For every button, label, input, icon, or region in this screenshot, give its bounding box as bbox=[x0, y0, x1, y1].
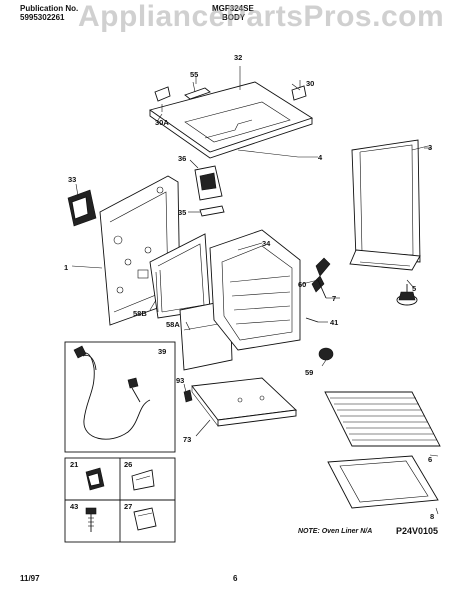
part-label-43: 43 bbox=[70, 502, 78, 511]
publication-number: 5995302261 bbox=[20, 13, 65, 22]
leveling-leg bbox=[396, 284, 418, 306]
oven-cavity-assembly bbox=[149, 229, 334, 371]
part-label-58b: 58B bbox=[133, 309, 147, 318]
top-panel-assembly bbox=[148, 66, 314, 159]
part-label-36: 36 bbox=[178, 154, 186, 163]
part-label-55: 55 bbox=[190, 70, 198, 79]
part-label-59: 59 bbox=[305, 368, 313, 377]
part-label-3: 3 bbox=[428, 143, 432, 152]
leader-lines bbox=[71, 76, 439, 515]
small-parts-grid bbox=[64, 457, 176, 543]
part-number-labels: 1 3 4 5 6 7 8 21 26 27 30 30A 32 33 34 3… bbox=[64, 53, 434, 521]
part-label-8: 8 bbox=[430, 512, 434, 521]
part-label-60: 60 bbox=[298, 280, 306, 289]
footer-date: 11/97 bbox=[20, 574, 40, 583]
part-label-35: 35 bbox=[178, 208, 186, 217]
part-label-21: 21 bbox=[70, 460, 78, 469]
part-label-1: 1 bbox=[64, 263, 68, 272]
part-label-30: 30 bbox=[306, 79, 314, 88]
broiler-pan bbox=[327, 455, 439, 509]
part-label-41: 41 bbox=[330, 318, 338, 327]
drawer-plate bbox=[183, 377, 298, 427]
part-label-39: 39 bbox=[158, 347, 166, 356]
watermark: AppliancePartsPros.com bbox=[78, 0, 445, 33]
section-title: BODY bbox=[222, 13, 246, 22]
publication-label: Publication No. bbox=[20, 4, 79, 13]
part-label-33: 33 bbox=[68, 175, 76, 184]
diagram-code: P24V0105 bbox=[396, 526, 439, 536]
part-label-32: 32 bbox=[234, 53, 242, 62]
part-label-73: 73 bbox=[183, 435, 191, 444]
oven-rack bbox=[324, 391, 441, 447]
part-label-26: 26 bbox=[124, 460, 132, 469]
door-panel bbox=[349, 139, 429, 271]
part-label-6: 6 bbox=[428, 455, 432, 464]
part-label-30a: 30A bbox=[155, 118, 169, 127]
part-label-4: 4 bbox=[318, 153, 323, 162]
part-label-34: 34 bbox=[262, 239, 271, 248]
part-label-27: 27 bbox=[124, 502, 132, 511]
part-label-58a: 58A bbox=[166, 320, 180, 329]
oven-liner-note: NOTE: Oven Liner N/A bbox=[298, 528, 373, 535]
footer-page-number: 6 bbox=[233, 574, 238, 583]
part-label-5: 5 bbox=[412, 284, 416, 293]
model-number: MGF324SE bbox=[212, 4, 254, 13]
part-label-7: 7 bbox=[332, 294, 336, 303]
power-cord-box bbox=[64, 341, 176, 453]
part-label-93: 93 bbox=[176, 376, 184, 385]
